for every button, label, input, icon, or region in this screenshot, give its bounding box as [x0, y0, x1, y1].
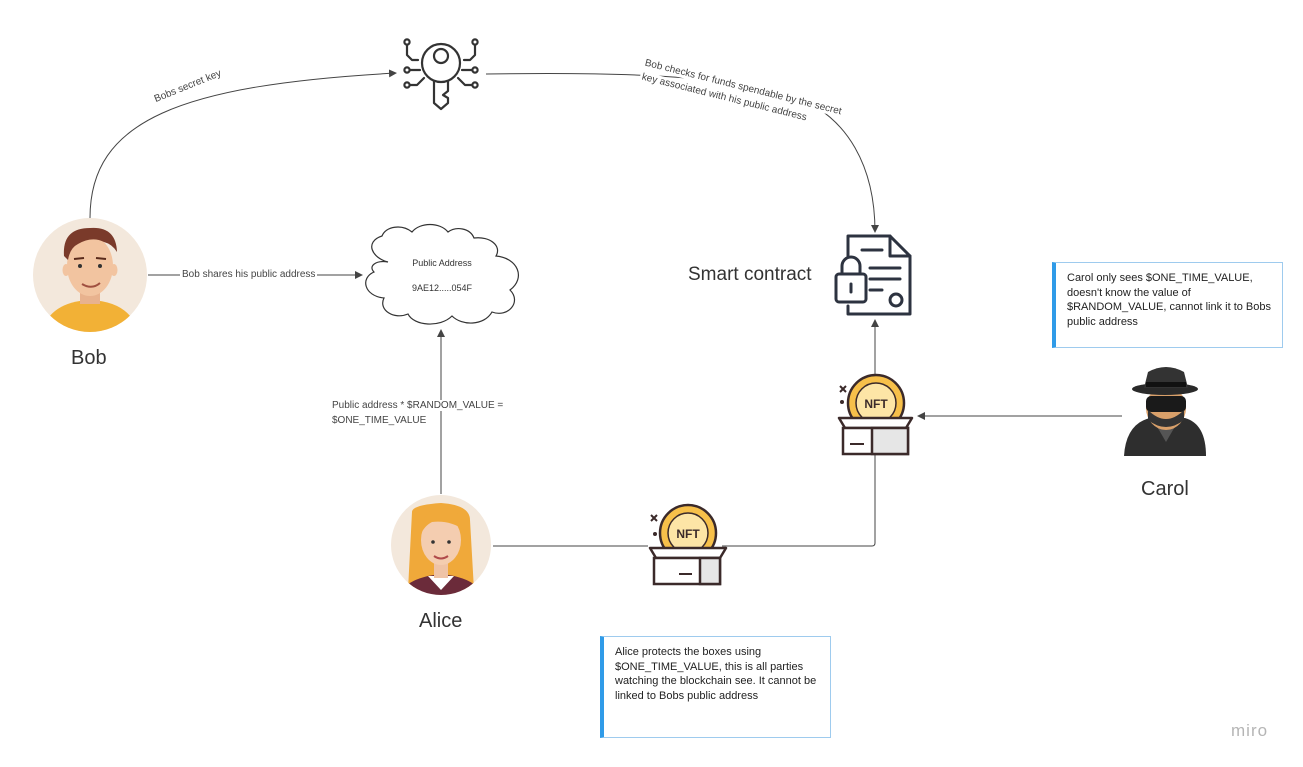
bob-name: Bob [71, 347, 107, 369]
alice-avatar[interactable] [391, 495, 491, 600]
nft-box-icon-alice[interactable] [648, 503, 728, 586]
edge-alice-to-contract[interactable] [493, 455, 876, 547]
edge-label-bob-shares: Bob shares his public address [180, 269, 318, 280]
edge-label-alice-computes-line1: Public address * $RANDOM_VALUE = [330, 400, 506, 411]
spy-avatar[interactable] [1124, 367, 1206, 456]
nft-coin-label-contract: NFT [864, 397, 888, 411]
cloud-shape[interactable] [365, 223, 519, 325]
bob-avatar[interactable] [33, 218, 147, 340]
note-alice[interactable]: Alice protects the boxes using $ONE_TIME… [600, 636, 831, 738]
carol-name: Carol [1141, 478, 1189, 500]
smart-contract-label: Smart contract [688, 264, 812, 285]
alice-name: Alice [419, 610, 463, 632]
cloud-title: Public Address [412, 258, 472, 268]
smart-contract-icon[interactable] [834, 234, 912, 316]
edge-label-alice-computes-line2: $ONE_TIME_VALUE [330, 415, 429, 426]
cloud-value: 9AE12.....054F [411, 283, 473, 293]
nft-box-icon-contract[interactable] [837, 373, 914, 456]
edge-key-to-contract[interactable] [485, 72, 879, 233]
edge-bob-to-key[interactable] [89, 69, 397, 219]
note-carol[interactable]: Carol only sees $ONE_TIME_VALUE, doesn't… [1052, 262, 1283, 348]
digital-key-icon[interactable] [403, 38, 479, 111]
miro-logo: miro [1231, 721, 1269, 740]
nft-coin-label-alice: NFT [676, 527, 700, 541]
